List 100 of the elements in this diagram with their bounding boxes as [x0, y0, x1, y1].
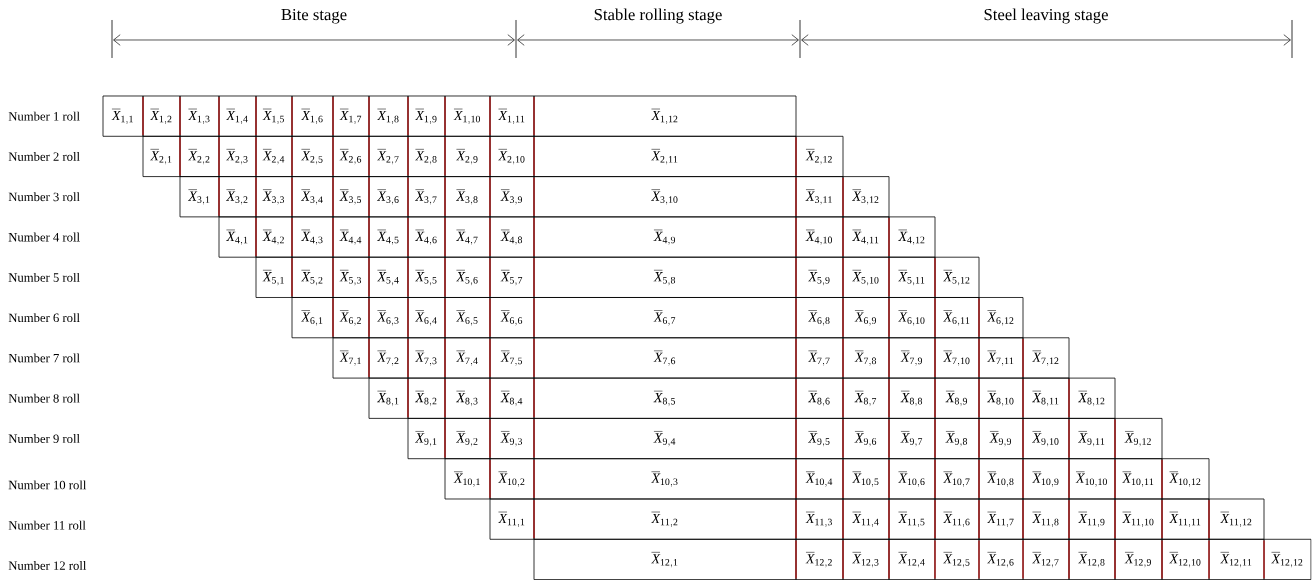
matrix-cell: $\overline{X}_{9,12}$ — [1114, 418, 1163, 460]
matrix-cell: $\overline{X}_{7,2}$ — [368, 337, 409, 379]
row-label: Number 10 roll — [8, 480, 87, 490]
matrix-cell: $\overline{X}_{9,8}$ — [934, 418, 980, 460]
row-label: Number 7 roll — [8, 353, 80, 363]
matrix-cell: $\overline{X}_{10,4}$ — [795, 458, 844, 500]
matrix-cell: $\overline{X}_{8,9}$ — [934, 377, 980, 419]
matrix-cell: $\overline{X}_{2,11}$ — [533, 135, 797, 177]
row-label: Number 6 roll — [8, 313, 80, 323]
matrix-cell: $\overline{X}_{4,2}$ — [255, 216, 293, 258]
row-label: Number 5 roll — [8, 272, 80, 282]
matrix-cell: $\overline{X}_{5,2}$ — [291, 256, 334, 298]
matrix-cell: $\overline{X}_{7,12}$ — [1022, 337, 1070, 379]
matrix-cell: $\overline{X}_{1,9}$ — [407, 95, 446, 137]
matrix-cell: $\overline{X}_{11,1}$ — [489, 498, 535, 540]
row-label: Number 11 roll — [8, 520, 86, 530]
matrix-cell: $\overline{X}_{10,2}$ — [489, 458, 535, 500]
matrix-cell: $\overline{X}_{3,9}$ — [489, 176, 535, 218]
matrix-cell: $\overline{X}_{5,4}$ — [368, 256, 409, 298]
matrix-cell: $\overline{X}_{6,4}$ — [407, 297, 446, 339]
row-label: Number 12 roll — [8, 561, 87, 570]
row-label: Number 3 roll — [8, 192, 80, 202]
matrix-cell: $\overline{X}_{12,7}$ — [1022, 538, 1070, 580]
matrix-cell: $\overline{X}_{11,5}$ — [888, 498, 936, 540]
matrix-cell: $\overline{X}_{11,9}$ — [1068, 498, 1116, 540]
matrix-cell: $\overline{X}_{7,9}$ — [888, 337, 936, 379]
matrix-cell: $\overline{X}_{3,10}$ — [533, 176, 797, 218]
matrix-cell: $\overline{X}_{4,11}$ — [842, 216, 890, 258]
matrix-cell: $\overline{X}_{6,1}$ — [291, 297, 334, 339]
matrix-cell: $\overline{X}_{3,8}$ — [444, 176, 491, 218]
matrix-cell: $\overline{X}_{7,6}$ — [533, 337, 797, 379]
matrix-cell: $\overline{X}_{8,8}$ — [888, 377, 936, 419]
matrix-cell: $\overline{X}_{7,7}$ — [795, 337, 844, 379]
matrix-cell: $\overline{X}_{10,5}$ — [842, 458, 890, 500]
matrix-cell: $\overline{X}_{6,3}$ — [368, 297, 409, 339]
matrix-cell: $\overline{X}_{6,9}$ — [842, 297, 890, 339]
matrix-cell: $\overline{X}_{6,5}$ — [444, 297, 491, 339]
matrix-cell: $\overline{X}_{1,8}$ — [368, 95, 409, 137]
matrix-cell: $\overline{X}_{11,2}$ — [533, 498, 797, 540]
matrix-cell: $\overline{X}_{8,4}$ — [489, 377, 535, 419]
matrix-cell: $\overline{X}_{5,6}$ — [444, 256, 491, 298]
matrix-cell: $\overline{X}_{7,11}$ — [978, 337, 1024, 379]
matrix-cell: $\overline{X}_{2,3}$ — [218, 135, 257, 177]
matrix-cell: $\overline{X}_{7,1}$ — [332, 337, 370, 379]
matrix-cell: $\overline{X}_{2,9}$ — [444, 135, 491, 177]
matrix-cell: $\overline{X}_{12,10}$ — [1161, 538, 1210, 580]
matrix-cell: $\overline{X}_{9,3}$ — [489, 418, 535, 460]
matrix-cell: $\overline{X}_{11,6}$ — [934, 498, 980, 540]
matrix-cell: $\overline{X}_{8,1}$ — [368, 377, 409, 419]
matrix-cell: $\overline{X}_{10,7}$ — [934, 458, 980, 500]
matrix-cell: $\overline{X}_{12,11}$ — [1208, 538, 1265, 580]
stage-label: Bite stage — [281, 8, 347, 24]
matrix-cell: $\overline{X}_{11,7}$ — [978, 498, 1024, 540]
matrix-cell: $\overline{X}_{6,11}$ — [934, 297, 980, 339]
matrix-cell: $\overline{X}_{5,5}$ — [407, 256, 446, 298]
matrix-cell: $\overline{X}_{8,3}$ — [444, 377, 491, 419]
matrix-cell: $\overline{X}_{2,6}$ — [332, 135, 370, 177]
matrix-cell: $\overline{X}_{12,1}$ — [533, 538, 797, 580]
matrix-cell: $\overline{X}_{10,10}$ — [1068, 458, 1116, 500]
row-label: Number 2 roll — [8, 152, 80, 161]
matrix-cell: $\overline{X}_{3,3}$ — [255, 176, 293, 218]
matrix-cell: $\overline{X}_{12,12}$ — [1263, 538, 1312, 580]
matrix-cell: $\overline{X}_{7,10}$ — [934, 337, 980, 379]
matrix-cell: $\overline{X}_{10,6}$ — [888, 458, 936, 500]
matrix-cell: $\overline{X}_{6,7}$ — [533, 297, 797, 339]
matrix-cell: $\overline{X}_{6,12}$ — [978, 297, 1024, 339]
matrix-cell: $\overline{X}_{3,7}$ — [407, 176, 446, 218]
matrix-cell: $\overline{X}_{4,1}$ — [218, 216, 257, 258]
matrix-cell: $\overline{X}_{11,4}$ — [842, 498, 890, 540]
matrix-cell: $\overline{X}_{8,7}$ — [842, 377, 890, 419]
matrix-cell: $\overline{X}_{3,6}$ — [368, 176, 409, 218]
matrix-cell: $\overline{X}_{8,11}$ — [1022, 377, 1070, 419]
matrix-cell: $\overline{X}_{10,1}$ — [444, 458, 491, 500]
matrix-cell: $\overline{X}_{12,9}$ — [1114, 538, 1163, 580]
matrix-cell: $\overline{X}_{10,8}$ — [978, 458, 1024, 500]
matrix-cell: $\overline{X}_{1,3}$ — [179, 95, 220, 137]
matrix-cell: $\overline{X}_{3,1}$ — [179, 176, 220, 218]
matrix-cell: $\overline{X}_{1,2}$ — [142, 95, 181, 137]
matrix-cell: $\overline{X}_{1,4}$ — [218, 95, 257, 137]
matrix-cell: $\overline{X}_{5,7}$ — [489, 256, 535, 298]
matrix-cell: $\overline{X}_{4,10}$ — [795, 216, 844, 258]
matrix-cell: $\overline{X}_{9,2}$ — [444, 418, 491, 460]
matrix-cell: $\overline{X}_{3,12}$ — [842, 176, 890, 218]
matrix-cell: $\overline{X}_{9,5}$ — [795, 418, 844, 460]
matrix-cell: $\overline{X}_{5,1}$ — [255, 256, 293, 298]
matrix-cell: $\overline{X}_{11,10}$ — [1114, 498, 1163, 540]
matrix-cell: $\overline{X}_{2,7}$ — [368, 135, 409, 177]
matrix-cell: $\overline{X}_{9,1}$ — [407, 418, 446, 460]
matrix-cell: $\overline{X}_{4,6}$ — [407, 216, 446, 258]
matrix-cell: $\overline{X}_{11,12}$ — [1208, 498, 1265, 540]
matrix-cell: $\overline{X}_{8,12}$ — [1068, 377, 1116, 419]
matrix-cell: $\overline{X}_{7,3}$ — [407, 337, 446, 379]
matrix-cell: $\overline{X}_{9,4}$ — [533, 418, 797, 460]
matrix-cell: $\overline{X}_{4,9}$ — [533, 216, 797, 258]
matrix-cell: $\overline{X}_{3,2}$ — [218, 176, 257, 218]
row-label: Number 8 roll — [8, 393, 80, 403]
matrix-cell: $\overline{X}_{1,1}$ — [102, 95, 144, 137]
matrix-cell: $\overline{X}_{8,2}$ — [407, 377, 446, 419]
matrix-cell: $\overline{X}_{8,10}$ — [978, 377, 1024, 419]
matrix-cell: $\overline{X}_{4,7}$ — [444, 216, 491, 258]
